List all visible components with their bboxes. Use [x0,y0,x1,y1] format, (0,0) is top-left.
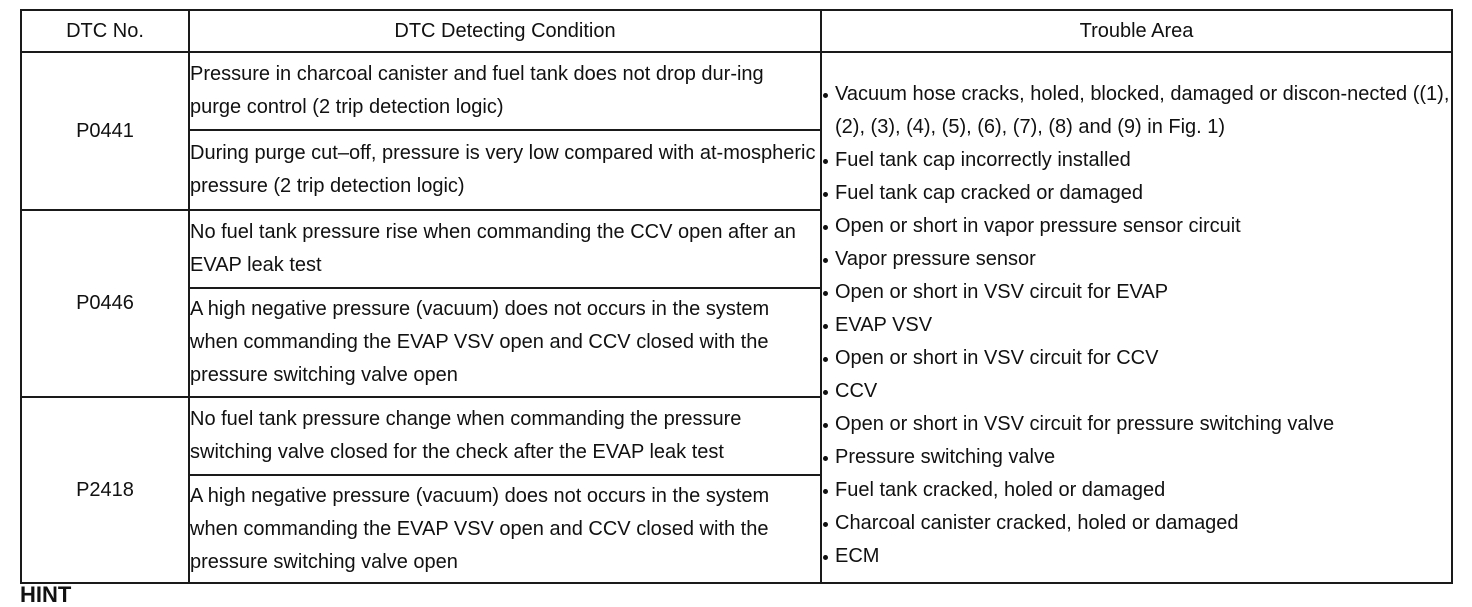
list-item: Charcoal canister cracked, holed or dama… [822,507,1451,540]
trouble-area-list: Vacuum hose cracks, holed, blocked, dama… [822,62,1451,573]
table-row: P2418 No fuel tank pressure change when … [20,396,1452,584]
list-item: Open or short in vapor pressure sensor c… [822,210,1451,243]
dtc-code-cell: P0446 [20,209,190,398]
list-item: Vapor pressure sensor [822,243,1451,276]
header-trouble-area: Trouble Area [820,9,1453,53]
header-detecting-condition: DTC Detecting Condition [188,9,822,53]
table-row: P0446 No fuel tank pressure rise when co… [20,209,1452,398]
trouble-area-cell: Vacuum hose cracks, holed, blocked, dama… [820,51,1453,584]
dtc-code-cell: P0441 [20,51,190,211]
dtc-table: DTC No. DTC Detecting Condition Trouble … [20,9,1453,584]
condition-cell: A high negative pressure (vacuum) does n… [188,287,822,398]
condition-cell: A high negative pressure (vacuum) does n… [188,474,822,584]
list-item: ECM [822,540,1451,573]
list-item: CCV [822,375,1451,408]
condition-cell: No fuel tank pressure change when comman… [188,396,822,476]
list-item: Open or short in VSV circuit for pressur… [822,408,1451,441]
header-dtc-no: DTC No. [20,9,190,53]
condition-cell: Pressure in charcoal canister and fuel t… [188,51,822,131]
header-row: DTC No. DTC Detecting Condition Trouble … [20,9,1453,53]
condition-cell: During purge cut–off, pressure is very l… [188,129,822,211]
table-row: P0441 Pressure in charcoal canister and … [20,51,1453,584]
list-item: Fuel tank cap incorrectly installed [822,144,1451,177]
dtc-code-cell: P2418 [20,396,190,584]
list-item: Pressure switching valve [822,441,1451,474]
table-row: A high negative pressure (vacuum) does n… [21,474,1452,584]
list-item: Vacuum hose cracks, holed, blocked, dama… [822,78,1451,144]
table-row: A high negative pressure (vacuum) does n… [21,287,1452,398]
table-row: During purge cut–off, pressure is very l… [21,129,1452,211]
list-item: Open or short in VSV circuit for EVAP [822,276,1451,309]
list-item: Open or short in VSV circuit for CCV [822,342,1451,375]
list-item: Fuel tank cap cracked or damaged [822,177,1451,210]
hint-heading: HINT [20,582,72,607]
list-item: EVAP VSV [822,309,1451,342]
condition-cell: No fuel tank pressure rise when commandi… [188,209,822,289]
list-item: Fuel tank cracked, holed or damaged [822,474,1451,507]
